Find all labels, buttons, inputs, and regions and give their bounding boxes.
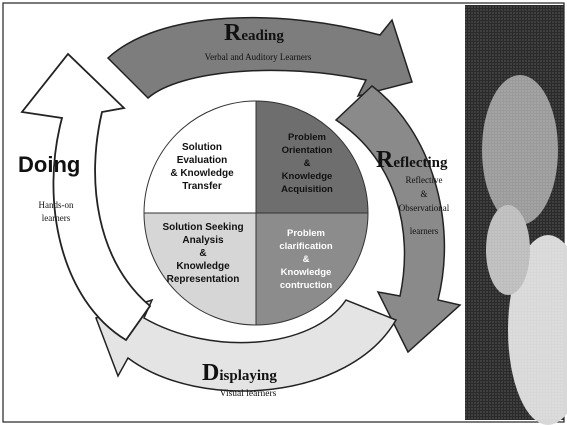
svg-text:Knowledge: Knowledge bbox=[281, 267, 332, 278]
reading-subtitle: Verbal and Auditory Learners bbox=[205, 52, 312, 62]
svg-text:Orientation: Orientation bbox=[282, 145, 333, 156]
quadrant-top-right bbox=[255, 100, 369, 214]
svg-text:Representation: Representation bbox=[167, 274, 240, 285]
svg-text:&: & bbox=[199, 248, 206, 259]
svg-text:Transfer: Transfer bbox=[182, 181, 222, 192]
quadrant-top-left bbox=[143, 100, 257, 214]
svg-text:learners: learners bbox=[42, 213, 71, 223]
svg-text:Reflective: Reflective bbox=[406, 175, 443, 185]
quadrant-bottom-left-label: Solution Seeking Analysis & Knowledge Re… bbox=[162, 222, 243, 285]
svg-text:&: & bbox=[303, 254, 310, 265]
cat-photo bbox=[465, 5, 567, 425]
svg-text:clarification: clarification bbox=[279, 241, 333, 252]
reflecting-arrow bbox=[334, 85, 462, 354]
displaying-arrow bbox=[95, 298, 398, 392]
svg-text:Solution Seeking: Solution Seeking bbox=[162, 222, 243, 233]
inner-circle bbox=[143, 100, 369, 326]
svg-text:Hands-on: Hands-on bbox=[39, 200, 74, 210]
doing-title: Doing bbox=[18, 152, 80, 177]
displaying-subtitle: Visual learners bbox=[220, 389, 277, 399]
svg-text:Analysis: Analysis bbox=[182, 235, 224, 246]
quadrant-top-left-label: Solution Evaluation & Knowledge Transfer bbox=[170, 142, 234, 192]
svg-text:Observational: Observational bbox=[399, 203, 450, 213]
reading-title: Reading bbox=[224, 20, 284, 46]
svg-text:contruction: contruction bbox=[280, 280, 332, 291]
reflecting-subtitle: Reflective & Observational learners bbox=[399, 175, 450, 236]
svg-text:Acquisition: Acquisition bbox=[281, 184, 333, 195]
reflecting-title: Reflecting bbox=[376, 147, 448, 173]
svg-text:Problem: Problem bbox=[287, 228, 325, 239]
quadrant-bottom-right bbox=[255, 212, 369, 326]
displaying-title: Displaying bbox=[202, 360, 277, 386]
reading-arrow bbox=[106, 16, 413, 100]
svg-text:&: & bbox=[420, 189, 427, 199]
svg-text:Evaluation: Evaluation bbox=[177, 155, 228, 166]
svg-text:& Knowledge: & Knowledge bbox=[170, 168, 234, 179]
quadrant-top-right-label: Problem Orientation & Knowledge Acquisit… bbox=[281, 132, 333, 195]
svg-text:learners: learners bbox=[410, 226, 439, 236]
svg-text:Knowledge: Knowledge bbox=[282, 171, 333, 182]
doing-subtitle: Hands-on learners bbox=[39, 200, 74, 223]
svg-text:&: & bbox=[304, 158, 311, 169]
quadrant-bottom-right-label: Problem clarification & Knowledge contru… bbox=[279, 228, 333, 291]
doing-arrow bbox=[20, 52, 152, 342]
svg-text:Knowledge: Knowledge bbox=[176, 261, 230, 272]
svg-text:Problem: Problem bbox=[288, 132, 326, 143]
svg-text:Solution: Solution bbox=[182, 142, 222, 153]
quadrant-bottom-left bbox=[143, 212, 257, 326]
